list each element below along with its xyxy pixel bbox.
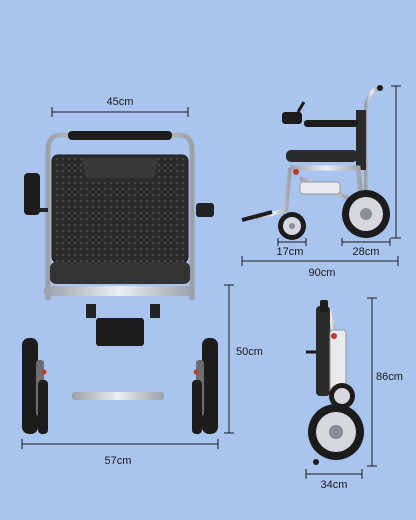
side-view-wheelchair	[241, 85, 390, 240]
folded-depth-label: 34cm	[321, 479, 348, 491]
overall-width-label: 57cm	[105, 455, 132, 467]
dimension-folded-height: 86cm	[367, 297, 403, 467]
dimension-front-wheel: 17cm	[277, 238, 307, 258]
dimension-overall-width: 57cm	[21, 439, 219, 467]
dimension-seat-width: 45cm	[51, 96, 189, 117]
dimension-side-height-line	[391, 85, 401, 239]
dimension-seat-height: 50cm	[224, 284, 263, 434]
folded-height-label: 86cm	[376, 371, 403, 383]
front-view-wheelchair	[22, 131, 218, 434]
dimension-overall-length: 90cm	[241, 256, 399, 279]
overall-length-label: 90cm	[309, 267, 336, 279]
dimension-folded-depth: 34cm	[305, 469, 363, 491]
seat-width-label: 45cm	[107, 96, 134, 108]
seat-height-label: 50cm	[236, 346, 263, 358]
rear-wheel-label: 28cm	[353, 246, 380, 258]
dimension-rear-wheel: 28cm	[341, 238, 391, 258]
folded-wheelchair	[306, 299, 364, 465]
front-wheel-label: 17cm	[277, 246, 304, 258]
